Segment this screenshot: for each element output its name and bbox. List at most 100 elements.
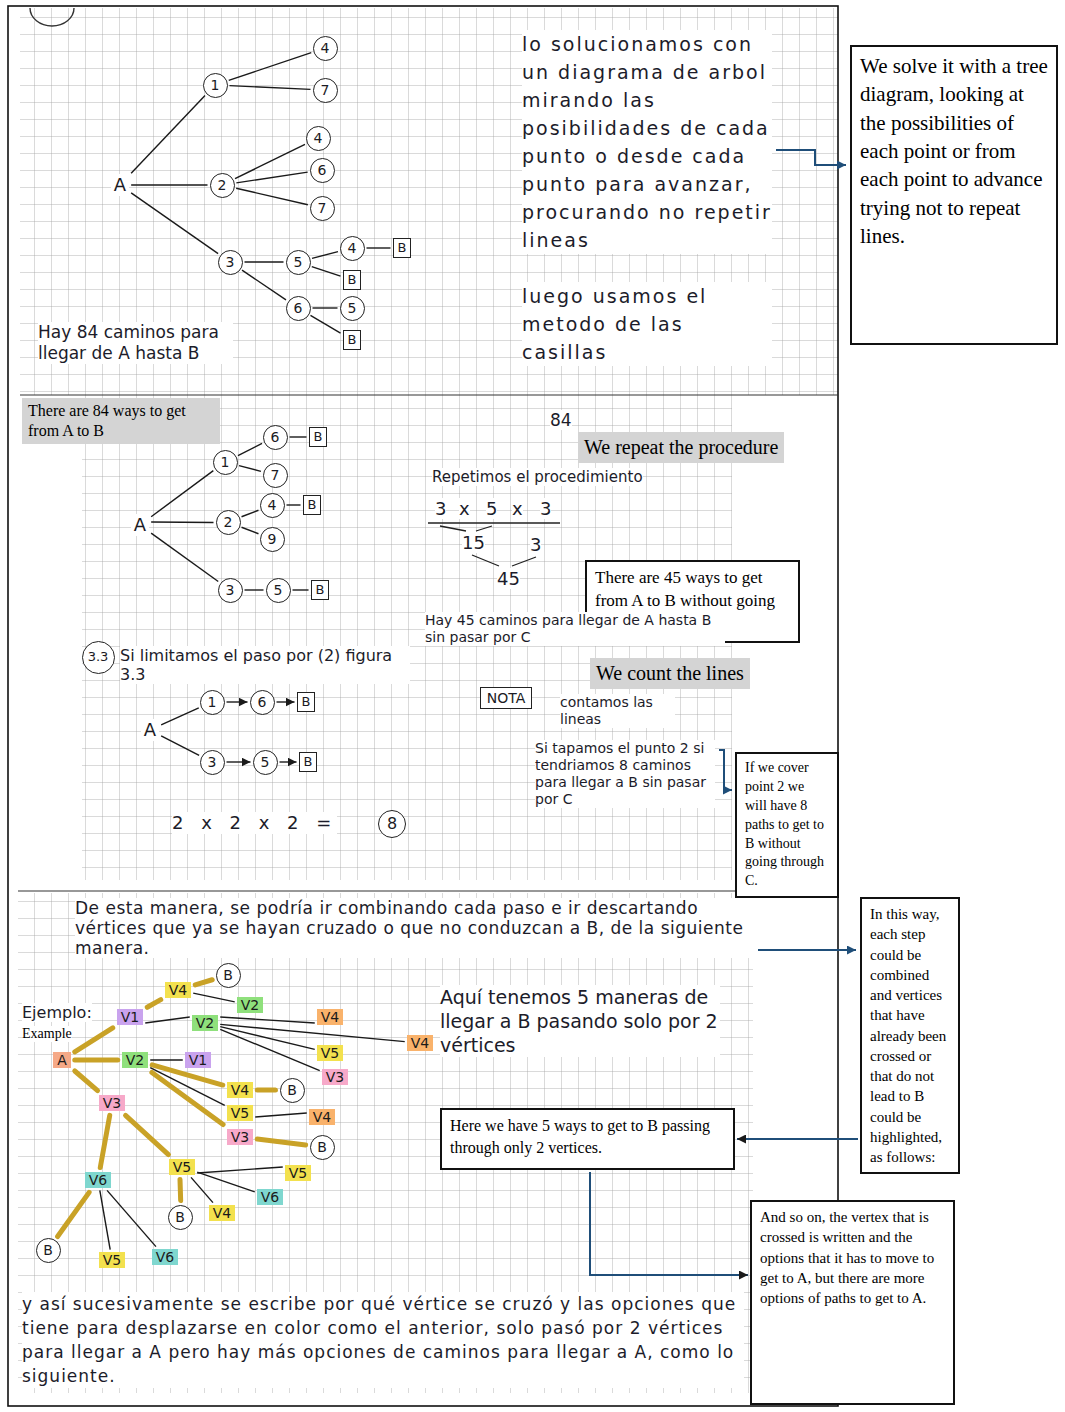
tree-branch <box>255 1113 307 1117</box>
grid-paper <box>18 893 753 1393</box>
colored-vertex: V1 <box>117 1009 143 1026</box>
colored-vertex: V3 <box>322 1069 348 1086</box>
node-text: In this way, each step could be combined… <box>870 904 950 1167</box>
colored-vertex: V5 <box>169 1159 195 1176</box>
product-bracket <box>472 555 536 566</box>
circled-number: B <box>310 1135 335 1160</box>
circled-number: 5 <box>340 296 365 321</box>
node-text: 6 <box>318 162 327 179</box>
handwritten-symbol: x <box>512 498 523 519</box>
node-text: B <box>398 240 407 256</box>
node-text: V4 <box>321 1009 339 1026</box>
highlighted-path <box>126 1115 169 1154</box>
grid-paper <box>82 395 732 880</box>
tree-branch <box>277 701 295 702</box>
node-text: V3 <box>103 1095 121 1112</box>
tree-branch <box>737 1138 858 1140</box>
colored-vertex: V6 <box>85 1172 111 1189</box>
handwritten-note: Aquí tenemos 5 maneras de llegar a B pas… <box>440 985 720 1057</box>
circled-number: B <box>36 1238 61 1263</box>
highlighted-translation: We repeat the procedure <box>578 432 784 463</box>
node-text: 7 <box>318 200 327 217</box>
boxed-letter: B <box>393 238 412 258</box>
tree-branch <box>242 510 259 517</box>
handwritten-number: 45 <box>497 568 520 589</box>
circled-number: B <box>280 1078 305 1103</box>
node-text: V6 <box>156 1249 174 1266</box>
node-text: B <box>287 1082 297 1099</box>
highlighted-path <box>257 1139 305 1145</box>
handwritten-number: 3 <box>435 498 446 519</box>
tree-branch <box>197 1167 283 1173</box>
highlighted-translation: There are 84 ways to get from A to B <box>22 398 220 444</box>
node-text: V1 <box>121 1009 139 1026</box>
node-text: V6 <box>89 1172 107 1189</box>
node-text: We solve it with a tree diagram, looking… <box>860 52 1048 250</box>
note-box: NOTA <box>480 687 533 710</box>
circled-number: 2 <box>216 510 241 535</box>
tree-branch <box>131 96 205 174</box>
handwritten-number: 3 <box>530 534 541 555</box>
node-text: We count the lines <box>596 661 744 686</box>
colored-vertex: V3 <box>227 1129 253 1146</box>
colored-vertex: V1 <box>185 1052 211 1069</box>
handwritten-note: luego usamos el metodo de las casillas <box>522 282 772 366</box>
highlighted-path <box>75 1057 118 1062</box>
node-text: 3.3 <box>88 649 109 665</box>
tree-branch <box>145 1017 190 1023</box>
highlighted-path <box>58 1192 90 1236</box>
callout-leader <box>776 150 846 165</box>
circled-number: 3 <box>200 750 225 775</box>
node-text: 4 <box>314 130 323 147</box>
tree-branch <box>151 521 213 523</box>
tree-branch <box>245 261 284 262</box>
circled-number: 7 <box>263 463 288 488</box>
callout-leader <box>758 949 856 951</box>
node-text: 6 <box>258 694 267 711</box>
circled-number: B <box>216 963 241 988</box>
colored-vertex: V5 <box>285 1165 311 1182</box>
circled-number: 2 <box>210 173 235 198</box>
tree-branch <box>107 1190 156 1246</box>
colored-vertex: V4 <box>309 1109 335 1126</box>
handwritten-number: 3 <box>540 498 551 519</box>
handwritten-paragraph: De esta manera, se podría ir combinando … <box>75 898 755 958</box>
handwritten-symbol: x <box>459 498 470 519</box>
translation-callout: If we cover point 2 we will have 8 paths… <box>735 752 839 898</box>
node-text: B <box>317 1139 327 1156</box>
point-label: A <box>111 174 129 196</box>
node-text: 1 <box>221 454 230 471</box>
circled-number: 4 <box>313 36 338 61</box>
boxed-letter: B <box>299 752 318 772</box>
node-text: 6 <box>271 429 280 446</box>
handwritten-note: Si tapamos el punto 2 si tendriamos 8 ca… <box>535 740 715 808</box>
translation-label: Example <box>22 1026 72 1042</box>
node-text: A <box>114 174 126 196</box>
node-text: 9 <box>268 531 277 548</box>
node-text: V4 <box>213 1205 231 1222</box>
node-text: B <box>316 582 325 598</box>
node-text: A <box>144 719 156 741</box>
translation-callout: In this way, each step could be combined… <box>860 897 960 1174</box>
node-text: V1 <box>189 1052 207 1069</box>
node-text: B <box>348 332 357 348</box>
tree-branch <box>312 252 338 259</box>
circled-number: 1 <box>213 450 238 475</box>
circled-number: 7 <box>310 196 335 221</box>
tree-branch <box>310 315 340 333</box>
highlighted-path <box>100 1115 109 1167</box>
tree-branch <box>236 172 307 183</box>
tree-branch <box>238 443 262 455</box>
node-text: 5 <box>261 754 270 771</box>
tree-branch <box>220 1024 405 1041</box>
circled-number: 7 <box>313 78 338 103</box>
node-text: B <box>308 497 317 513</box>
tree-branch <box>131 193 218 254</box>
highlighted-path <box>195 980 212 985</box>
colored-vertex: V3 <box>99 1095 125 1112</box>
tree-branch <box>239 466 261 472</box>
tree-branch <box>150 1059 183 1060</box>
colored-vertex: V2 <box>122 1052 148 1069</box>
colored-vertex: V4 <box>317 1009 343 1026</box>
node-text: NOTA <box>487 690 526 707</box>
